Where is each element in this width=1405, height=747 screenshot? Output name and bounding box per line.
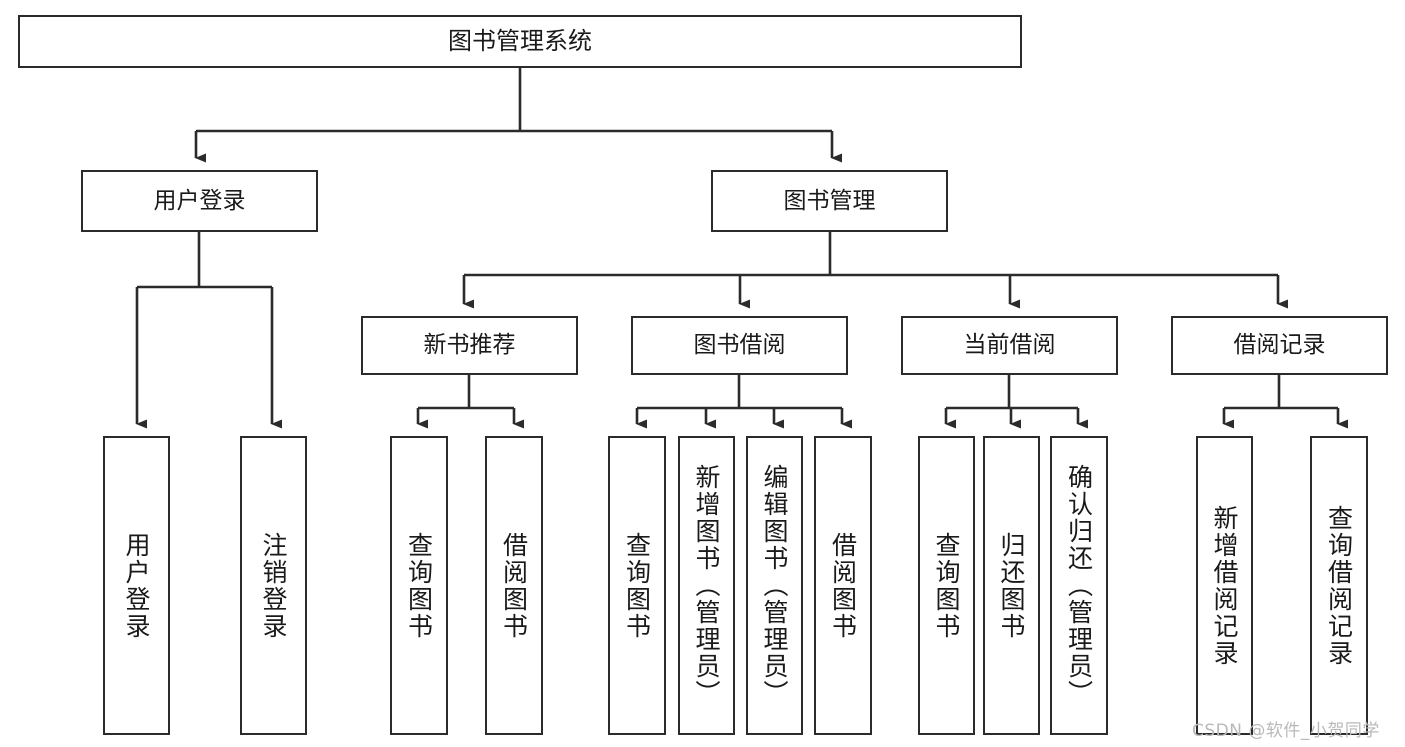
node-root-book-management-system[interactable]: 图书管理系统 <box>18 15 1022 68</box>
node-label: 新书推荐 <box>423 332 516 359</box>
node-borrowing-record[interactable]: 借阅记录 <box>1171 316 1388 375</box>
node-label: 新增借阅记录 <box>1210 504 1239 667</box>
node-label: 查询图书 <box>932 531 961 640</box>
node-new-book-recommendation[interactable]: 新书推荐 <box>361 316 578 375</box>
node-label: 借阅图书 <box>828 531 858 640</box>
node-label: 图书借阅 <box>693 332 786 359</box>
leaf-logout[interactable]: 注销登录 <box>240 436 307 735</box>
csdn-watermark: CSDN @软件_小贺同学 <box>1192 721 1380 741</box>
leaf-add-book-admin[interactable]: 新增图书（管理员） <box>678 436 735 735</box>
node-label: 新增图书（管理员） <box>692 464 721 707</box>
node-label: 查询借阅记录 <box>1324 504 1354 667</box>
node-label: 用户登录 <box>122 531 151 640</box>
node-label: 借阅记录 <box>1233 332 1326 359</box>
node-label: 图书管理系统 <box>448 26 592 55</box>
node-label: 用户登录 <box>153 187 246 214</box>
node-label: 当前借阅 <box>963 332 1056 359</box>
node-current-borrowing[interactable]: 当前借阅 <box>901 316 1118 375</box>
leaf-borrow-book-new-book[interactable]: 借阅图书 <box>485 436 543 735</box>
leaf-edit-book-admin[interactable]: 编辑图书（管理员） <box>746 436 803 735</box>
node-label: 借阅图书 <box>499 531 529 640</box>
node-book-borrowing[interactable]: 图书借阅 <box>631 316 848 375</box>
node-label: 图书管理 <box>783 187 876 214</box>
leaf-user-login[interactable]: 用户登录 <box>103 436 170 735</box>
leaf-query-book-new-book[interactable]: 查询图书 <box>390 436 448 735</box>
leaf-query-book-current[interactable]: 查询图书 <box>918 436 975 735</box>
node-label: 归还图书 <box>997 531 1026 640</box>
node-label: 确认归还（管理员） <box>1064 464 1094 707</box>
node-label: 查询图书 <box>404 531 434 640</box>
node-label: 查询图书 <box>622 531 652 640</box>
leaf-confirm-return-admin[interactable]: 确认归还（管理员） <box>1050 436 1108 735</box>
leaf-borrow-book[interactable]: 借阅图书 <box>814 436 872 735</box>
node-user-login[interactable]: 用户登录 <box>81 170 318 232</box>
leaf-query-borrowing-record[interactable]: 查询借阅记录 <box>1310 436 1368 735</box>
leaf-return-book[interactable]: 归还图书 <box>983 436 1040 735</box>
leaf-query-book-borrow[interactable]: 查询图书 <box>608 436 666 735</box>
node-label: 编辑图书（管理员） <box>760 464 789 707</box>
leaf-add-borrowing-record[interactable]: 新增借阅记录 <box>1196 436 1253 735</box>
node-label: 注销登录 <box>259 531 288 640</box>
node-book-management[interactable]: 图书管理 <box>711 170 948 232</box>
